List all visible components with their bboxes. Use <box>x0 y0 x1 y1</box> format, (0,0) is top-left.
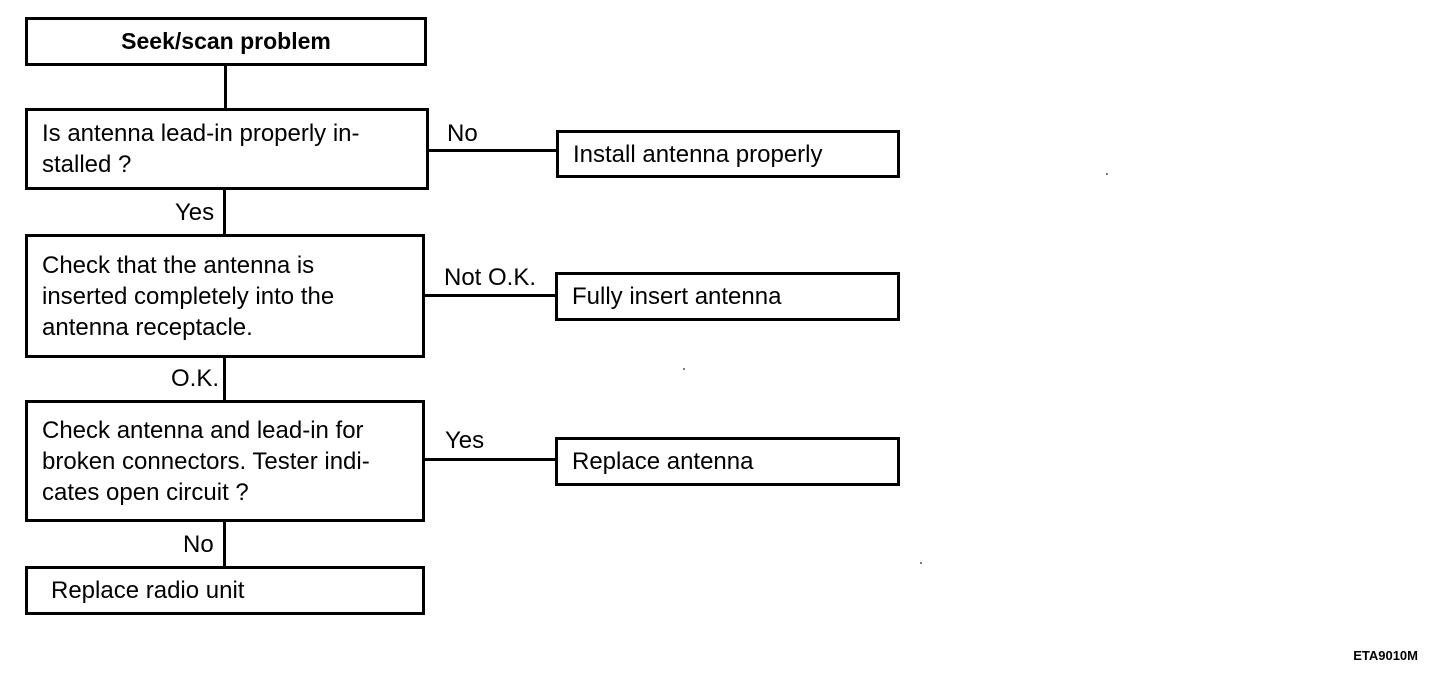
scan-speck <box>920 562 922 564</box>
action-install-text: Install antenna properly <box>573 140 823 168</box>
label-q1-no: No <box>447 120 478 147</box>
label-q3-no: No <box>183 531 214 558</box>
connector-q2-not-ok <box>423 294 557 297</box>
question-box-3: Check antenna and lead-in for broken con… <box>25 400 425 522</box>
scan-speck <box>683 368 685 370</box>
start-text: Seek/scan problem <box>121 28 331 54</box>
label-q2-ok: O.K. <box>171 365 220 392</box>
question-box-2: Check that the antenna is inserted compl… <box>25 234 425 358</box>
question-3-text: Check antenna and lead-in for broken con… <box>42 416 370 506</box>
connector-q1-to-q2 <box>223 188 226 236</box>
scan-speck <box>1106 173 1108 175</box>
label-q3-yes: Yes <box>445 427 485 454</box>
connector-q2-to-q3 <box>223 356 226 402</box>
connector-q3-yes <box>423 458 557 461</box>
start-box: Seek/scan problem <box>25 17 427 66</box>
label-q1-yes: Yes <box>175 199 215 226</box>
action-insert-text: Fully insert antenna <box>572 283 782 310</box>
action-box-insert: Fully insert antenna <box>555 272 900 321</box>
connector-q1-no <box>428 149 558 152</box>
question-1-text: Is antenna lead-in properly in- stalled … <box>42 120 360 178</box>
connector-q3-to-end <box>223 520 226 568</box>
action-box-replace-antenna: Replace antenna <box>555 437 900 486</box>
end-text: Replace radio unit <box>51 577 245 604</box>
question-box-1: Is antenna lead-in properly in- stalled … <box>25 108 429 190</box>
connector-start-to-q1 <box>224 64 227 110</box>
action-box-install: Install antenna properly <box>556 130 900 178</box>
end-box: Replace radio unit <box>25 566 425 615</box>
figure-code: ETA9010M <box>1353 648 1418 663</box>
question-2-text: Check that the antenna is inserted compl… <box>42 251 335 341</box>
action-replace-antenna-text: Replace antenna <box>572 448 754 475</box>
label-q2-not-ok: Not O.K. <box>444 264 537 291</box>
